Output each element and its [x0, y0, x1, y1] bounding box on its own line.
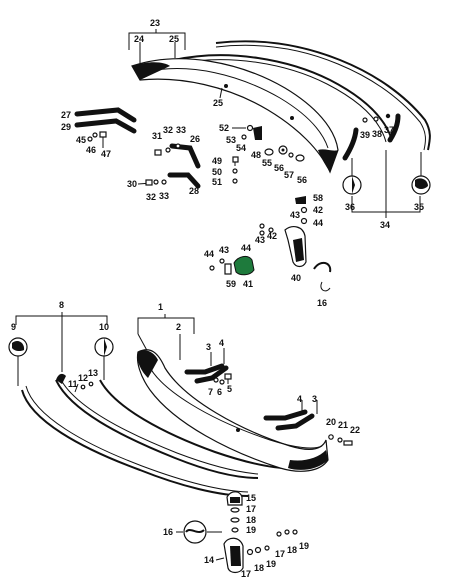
callout-bracket-23 — [128, 29, 186, 64]
callout-19-bottom: 19 — [266, 559, 276, 569]
callout-14: 14 — [204, 555, 214, 565]
callout-9: 9 — [11, 322, 16, 332]
callout-8: 8 — [59, 300, 64, 310]
callout-49: 49 — [212, 156, 222, 166]
callout-19-right: 19 — [299, 541, 309, 551]
callout-38: 38 — [372, 129, 382, 139]
callout-10: 10 — [99, 322, 109, 332]
callout-16-top: 16 — [317, 298, 327, 308]
callout-25-top: 25 — [169, 34, 179, 44]
callout-20: 20 — [326, 417, 336, 427]
callout-22: 22 — [350, 425, 360, 435]
callout-46: 46 — [86, 145, 96, 155]
callout-36: 36 — [345, 202, 355, 212]
callout-57: 57 — [284, 170, 294, 180]
front-bumper-body — [136, 349, 329, 472]
callout-34: 34 — [380, 220, 390, 230]
callout-15: 15 — [246, 493, 256, 503]
callout-13: 13 — [88, 368, 98, 378]
callout-39: 39 — [360, 130, 370, 140]
callout-7: 7 — [208, 387, 213, 397]
callout-44-left: 44 — [204, 249, 214, 259]
callout-6: 6 — [217, 387, 222, 397]
rear-bumper-middle-trim — [173, 54, 393, 141]
front-bumper-middle-trim — [55, 379, 259, 479]
callout-58: 58 — [313, 193, 323, 203]
callout-21: 21 — [338, 420, 348, 430]
callout-42-mid: 42 — [267, 231, 277, 241]
bracket-29 — [74, 118, 137, 134]
callout-26: 26 — [190, 134, 200, 144]
callout-25: 25 — [213, 98, 223, 108]
bumper-guard-41 — [233, 255, 255, 276]
callout-52: 52 — [219, 123, 229, 133]
bracket-4-lower — [275, 413, 315, 431]
callout-43-right: 43 — [290, 210, 300, 220]
callout-29: 29 — [61, 122, 71, 132]
rear-bumper-outer-trim — [215, 40, 431, 151]
bracket-4-upper — [194, 365, 229, 384]
callout-51: 51 — [212, 177, 222, 187]
callout-42-right: 42 — [313, 205, 323, 215]
callout-17-right: 17 — [275, 549, 285, 559]
callout-17-top: 17 — [246, 504, 256, 514]
callout-37: 37 — [384, 125, 394, 135]
callout-43-mid: 43 — [255, 235, 265, 245]
callout-32-upper: 32 — [163, 125, 173, 135]
callout-43-left: 43 — [219, 245, 229, 255]
callout-45: 45 — [76, 135, 86, 145]
rear-bumper-body — [131, 58, 339, 174]
bracket-26 — [169, 143, 201, 169]
callout-27: 27 — [61, 110, 71, 120]
callout-41: 41 — [243, 279, 253, 289]
callout-24: 24 — [134, 34, 144, 44]
callout-4-lower: 4 — [297, 394, 302, 404]
callout-5: 5 — [227, 384, 232, 394]
callout-54: 54 — [236, 143, 246, 153]
callout-35: 35 — [414, 202, 424, 212]
callout-55: 55 — [262, 158, 272, 168]
callout-44-mid: 44 — [241, 243, 251, 253]
callout-53: 53 — [226, 135, 236, 145]
callout-19-top: 19 — [246, 525, 256, 535]
callout-12: 12 — [78, 373, 88, 383]
callout-33-lower: 33 — [159, 191, 169, 201]
callout-31: 31 — [152, 131, 162, 141]
callout-40: 40 — [291, 273, 301, 283]
callout-11: 11 — [68, 379, 78, 389]
callout-47: 47 — [101, 149, 111, 159]
callout-50: 50 — [212, 167, 222, 177]
callout-18-right: 18 — [287, 545, 297, 555]
bracket-28 — [167, 172, 201, 189]
callout-32-lower: 32 — [146, 192, 156, 202]
callout-33-upper: 33 — [176, 125, 186, 135]
callout-48: 48 — [251, 150, 261, 160]
callout-56-left: 56 — [274, 163, 284, 173]
callout-44-right: 44 — [313, 218, 323, 228]
callout-30: 30 — [127, 179, 137, 189]
callout-3-lower: 3 — [312, 394, 317, 404]
callout-3-upper: 3 — [206, 342, 211, 352]
front-bumper-outer-trim — [21, 389, 249, 497]
callout-4-upper: 4 — [219, 338, 224, 348]
callout-56-right: 56 — [297, 175, 307, 185]
bracket-27 — [74, 107, 137, 123]
callout-2: 2 — [176, 322, 181, 332]
callout-23: 23 — [150, 18, 160, 28]
callout-28: 28 — [189, 186, 199, 196]
rear-bumper-assembly — [131, 40, 431, 174]
callout-16-bottom: 16 — [163, 527, 173, 537]
bracket-3-upper — [184, 363, 225, 375]
callout-18-top: 18 — [246, 515, 256, 525]
bracket-3-lower — [263, 409, 308, 421]
callout-bracket-34 — [351, 150, 421, 218]
callout-1: 1 — [158, 302, 163, 312]
callout-18-bottom: 18 — [254, 563, 264, 573]
callout-59: 59 — [226, 279, 236, 289]
callout-17-bottom: 17 — [241, 569, 251, 579]
